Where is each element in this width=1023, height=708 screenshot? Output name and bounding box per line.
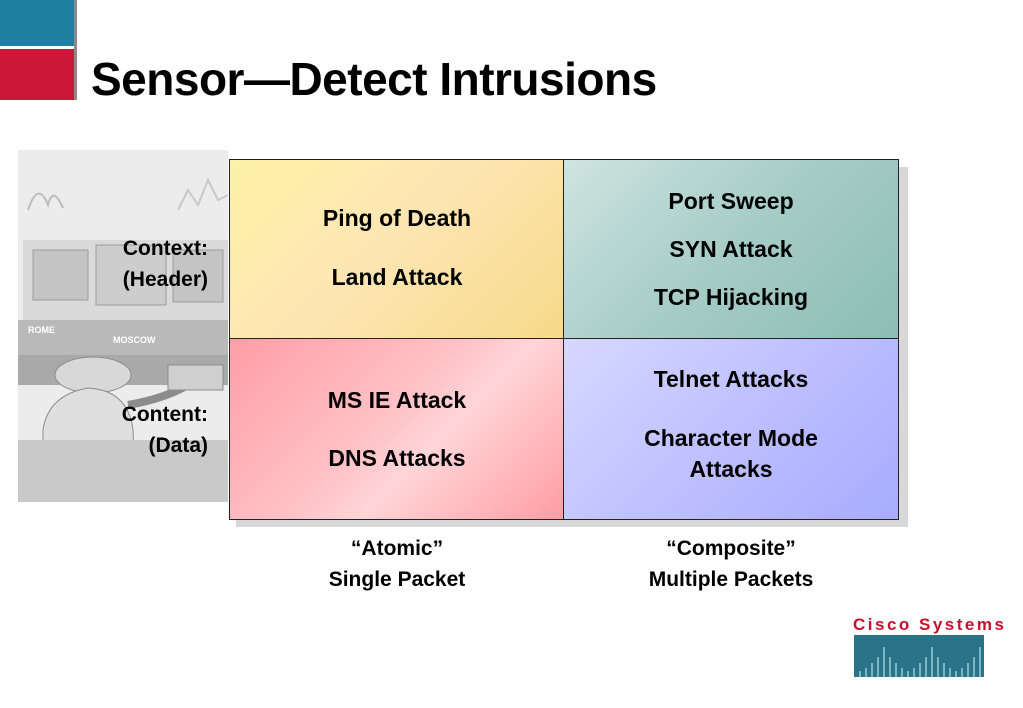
column-label-composite-line2: Multiple Packets: [648, 568, 814, 591]
column-label-atomic-line1: “Atomic”: [350, 537, 444, 560]
column-label-composite: “Composite” Multiple Packets: [563, 533, 899, 595]
cell-atomic-content: MS IE Attack DNS Attacks: [229, 338, 565, 520]
cell-item: Character Mode: [644, 424, 818, 451]
row-label-content-line1: Content:: [121, 403, 208, 426]
column-label-composite-line1: “Composite”: [666, 537, 796, 560]
cell-item: TCP Hijacking: [653, 284, 809, 310]
cell-item: Ping of Death: [322, 204, 472, 231]
cell-atomic-context: Ping of Death Land Attack: [229, 159, 565, 340]
column-label-atomic: “Atomic” Single Packet: [229, 533, 565, 595]
cisco-logo: Cisco Systems: [853, 615, 1007, 679]
accent-divider: [74, 0, 77, 100]
cell-item: SYN Attack: [669, 236, 793, 262]
row-label-content: Content: (Data): [122, 399, 208, 461]
cell-item: Attacks: [689, 455, 773, 482]
cell-item: Land Attack: [331, 263, 463, 290]
cell-composite-content: Telnet Attacks Character Mode Attacks: [563, 338, 899, 520]
row-label-context-line1: Context:: [122, 237, 208, 260]
cell-item: Telnet Attacks: [653, 365, 809, 392]
cell-item: Port Sweep: [668, 188, 794, 214]
row-label-context-line2: (Header): [122, 268, 208, 291]
illustration-label-moscow: MOSCOW: [113, 335, 156, 345]
accent-block-red: [0, 49, 74, 100]
illustration-label-rome: ROME: [28, 325, 55, 335]
row-label-content-line2: (Data): [148, 434, 208, 457]
row-label-context: Context: (Header): [123, 233, 208, 295]
accent-block-blue: [0, 0, 74, 46]
cell-composite-context: Port Sweep SYN Attack TCP Hijacking: [563, 159, 899, 340]
cisco-logo-text: Cisco Systems: [853, 615, 1007, 634]
cell-item: DNS Attacks: [328, 444, 466, 471]
operator-illustration: ROME MOSCOW: [18, 150, 228, 502]
column-label-atomic-line2: Single Packet: [328, 568, 466, 591]
cell-item: MS IE Attack: [327, 386, 467, 413]
slide-title: Sensor—Detect Intrusions: [91, 53, 657, 105]
cisco-bridge-icon: [854, 635, 984, 677]
